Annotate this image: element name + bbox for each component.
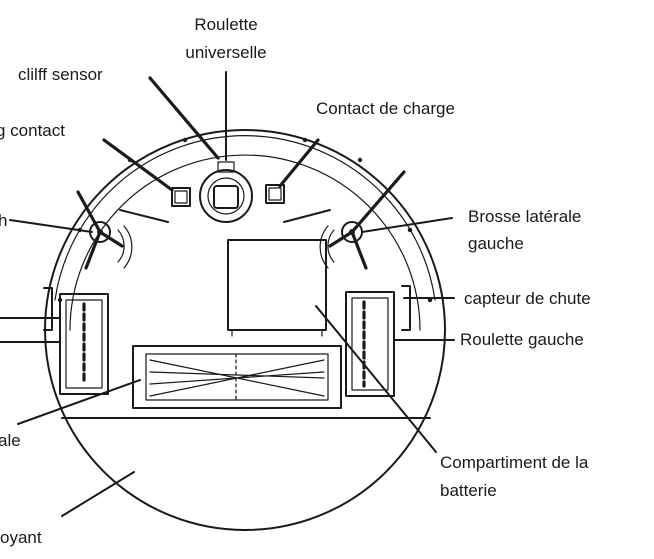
label-battery-compartment-1: Compartiment de la <box>440 453 589 472</box>
charging-contacts <box>171 184 285 207</box>
label-dustbin-partial: oyant <box>0 528 42 547</box>
leader-lines <box>0 71 455 517</box>
label-charging-contact-right: Contact de charge <box>316 99 455 118</box>
label-side-brush-2: gauche <box>468 234 524 253</box>
battery-compartment <box>227 239 327 337</box>
left-wheel-module <box>43 287 109 395</box>
rim-screws <box>57 137 433 303</box>
label-fall-sensor: capteur de chute <box>464 289 591 308</box>
label-left-partial-h: h <box>0 211 7 230</box>
labels: Roulette universelle clilff sensor g con… <box>0 15 591 547</box>
universal-wheel <box>199 161 253 223</box>
label-charging-contact-left: g contact <box>0 121 65 140</box>
label-cliff-sensor: clilff sensor <box>18 65 103 84</box>
inner-ring <box>69 154 421 331</box>
side-brush-right <box>319 170 406 270</box>
label-left-wheel: Roulette gauche <box>460 330 584 349</box>
label-battery-compartment-2: batterie <box>440 481 497 500</box>
cliff-sensor-bars <box>119 209 331 223</box>
label-left-partial-ale: ale <box>0 431 21 450</box>
label-side-brush-1: Brosse latérale <box>468 207 581 226</box>
side-brush-left <box>76 190 133 270</box>
inner-rim <box>54 135 436 301</box>
main-brush-housing <box>132 345 342 409</box>
label-universal-wheel-2: universelle <box>185 43 266 62</box>
label-universal-wheel-1: Roulette <box>194 15 257 34</box>
